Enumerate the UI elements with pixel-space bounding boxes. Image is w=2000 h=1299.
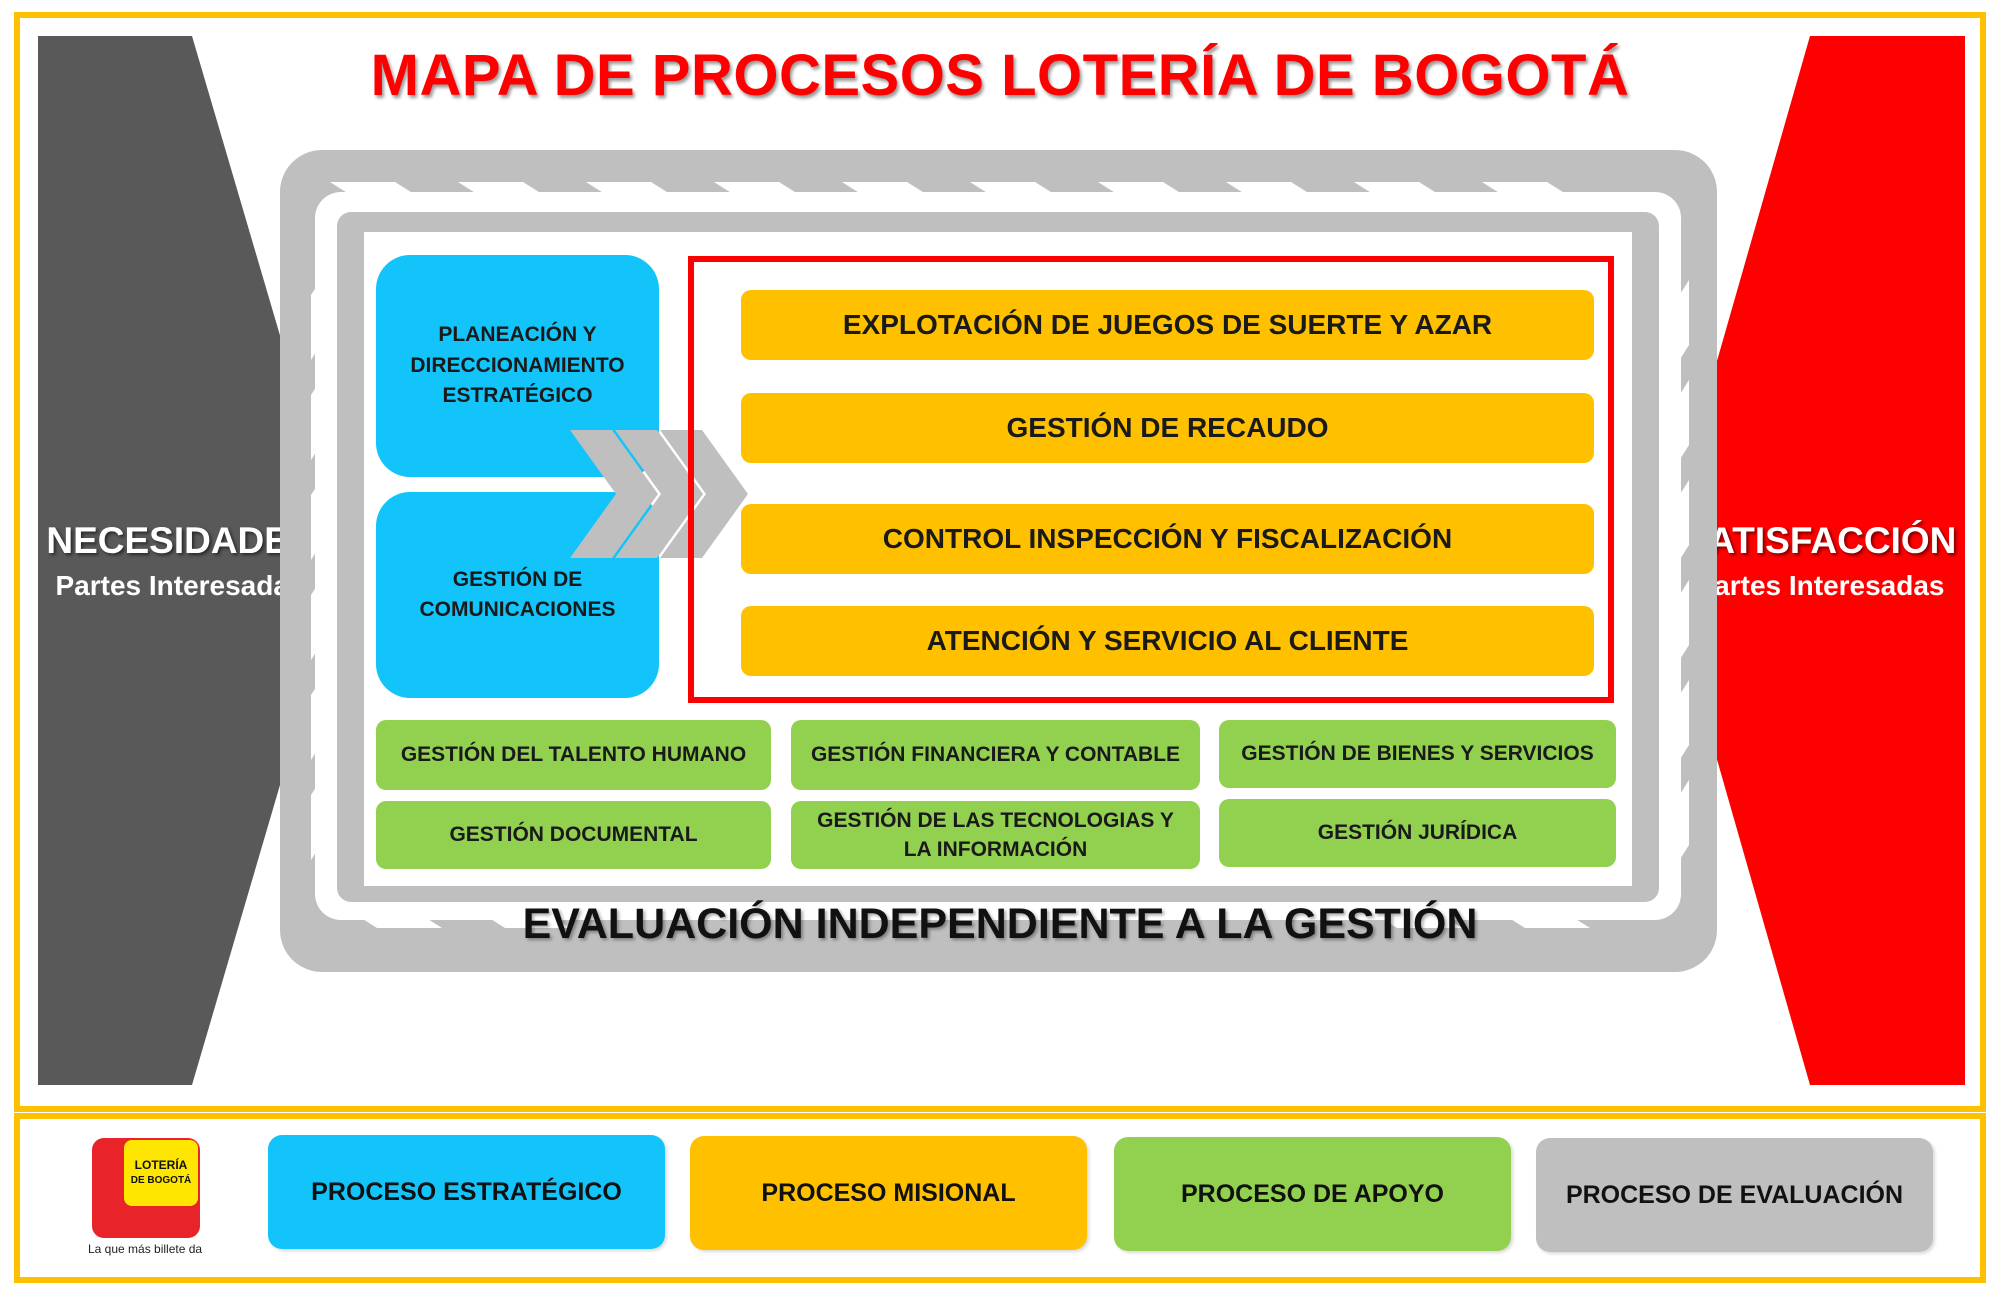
support-process-label: GESTIÓN DE LAS TECNOLOGIAS Y LA INFORMAC…	[817, 808, 1174, 861]
strategic-process-label: GESTIÓN DE COMUNICACIONES	[419, 567, 616, 621]
legend-label: PROCESO ESTRATÉGICO	[311, 1177, 622, 1206]
logo-tagline: La que más billete da	[88, 1242, 203, 1256]
support-process-label: GESTIÓN DE BIENES Y SERVICIOS	[1241, 742, 1594, 766]
support-process-box: GESTIÓN DE LAS TECNOLOGIAS Y LA INFORMAC…	[791, 801, 1200, 869]
evaluation-label: EVALUACIÓN INDEPENDIENTE A LA GESTIÓN	[522, 900, 1478, 948]
misional-process-label: ATENCIÓN Y SERVICIO AL CLIENTE	[926, 625, 1409, 656]
satisfaction-title: SATISFACCIÓN	[1683, 520, 1957, 561]
support-process-label: GESTIÓN JURÍDICA	[1317, 821, 1518, 845]
misional-process-label: CONTROL INSPECCIÓN Y FISCALIZACIÓN	[882, 523, 1453, 554]
needs-label: NECESIDADES Partes Interesadas	[30, 518, 330, 603]
svg-text:DE BOGOTÁ: DE BOGOTÁ	[131, 1173, 192, 1186]
misional-process-bar: ATENCIÓN Y SERVICIO AL CLIENTE	[741, 606, 1594, 676]
diagram-frame	[14, 12, 1986, 1112]
legend-support: PROCESO DE APOYO	[1114, 1137, 1511, 1251]
legend-frame	[14, 1113, 1986, 1283]
legend-strategic: PROCESO ESTRATÉGICO	[268, 1135, 665, 1249]
misional-process-bar: GESTIÓN DE RECAUDO	[741, 393, 1594, 463]
legend-label: PROCESO DE EVALUACIÓN	[1565, 1180, 1904, 1209]
legend-misional: PROCESO MISIONAL	[690, 1136, 1087, 1250]
strategic-process-label: PLANEACIÓN Y DIRECCIONAMIENTO ESTRATÉGIC…	[410, 323, 625, 408]
legend-label: PROCESO DE APOYO	[1180, 1179, 1444, 1208]
support-process-box: GESTIÓN DEL TALENTO HUMANO	[376, 720, 771, 790]
support-process-box: GESTIÓN DE BIENES Y SERVICIOS	[1219, 720, 1616, 788]
legend-evaluation: PROCESO DE EVALUACIÓN	[1536, 1138, 1933, 1252]
support-process-label: GESTIÓN FINANCIERA Y CONTABLE	[810, 743, 1181, 767]
svg-text:LOTERÍA: LOTERÍA	[135, 1157, 188, 1172]
misional-process-label: EXPLOTACIÓN DE JUEGOS DE SUERTE Y AZAR	[842, 309, 1493, 340]
satisfaction-label: SATISFACCIÓN Partes Interesadas	[1670, 518, 1970, 603]
needs-title: NECESIDADES	[46, 520, 314, 561]
support-process-box: GESTIÓN DOCUMENTAL	[376, 801, 771, 869]
misional-process-label: GESTIÓN DE RECAUDO	[1006, 412, 1329, 443]
misional-process-bar: CONTROL INSPECCIÓN Y FISCALIZACIÓN	[741, 504, 1594, 574]
misional-process-bar: EXPLOTACIÓN DE JUEGOS DE SUERTE Y AZAR	[741, 290, 1594, 360]
support-process-label: GESTIÓN DOCUMENTAL	[449, 823, 698, 847]
legend-label: PROCESO MISIONAL	[761, 1178, 1016, 1207]
loteria-logo: LOTERÍA DE BOGOTÁ	[92, 1138, 200, 1238]
satisfaction-subtitle: Partes Interesadas	[1695, 570, 1945, 602]
misional-group	[688, 256, 1614, 703]
support-process-box: GESTIÓN JURÍDICA	[1219, 799, 1616, 867]
support-process-box: GESTIÓN FINANCIERA Y CONTABLE	[791, 720, 1200, 790]
needs-subtitle: Partes Interesadas	[55, 570, 305, 602]
page-title: MAPA DE PROCESOS LOTERÍA DE BOGOTÁ	[370, 43, 1630, 108]
support-process-label: GESTIÓN DEL TALENTO HUMANO	[400, 743, 747, 767]
